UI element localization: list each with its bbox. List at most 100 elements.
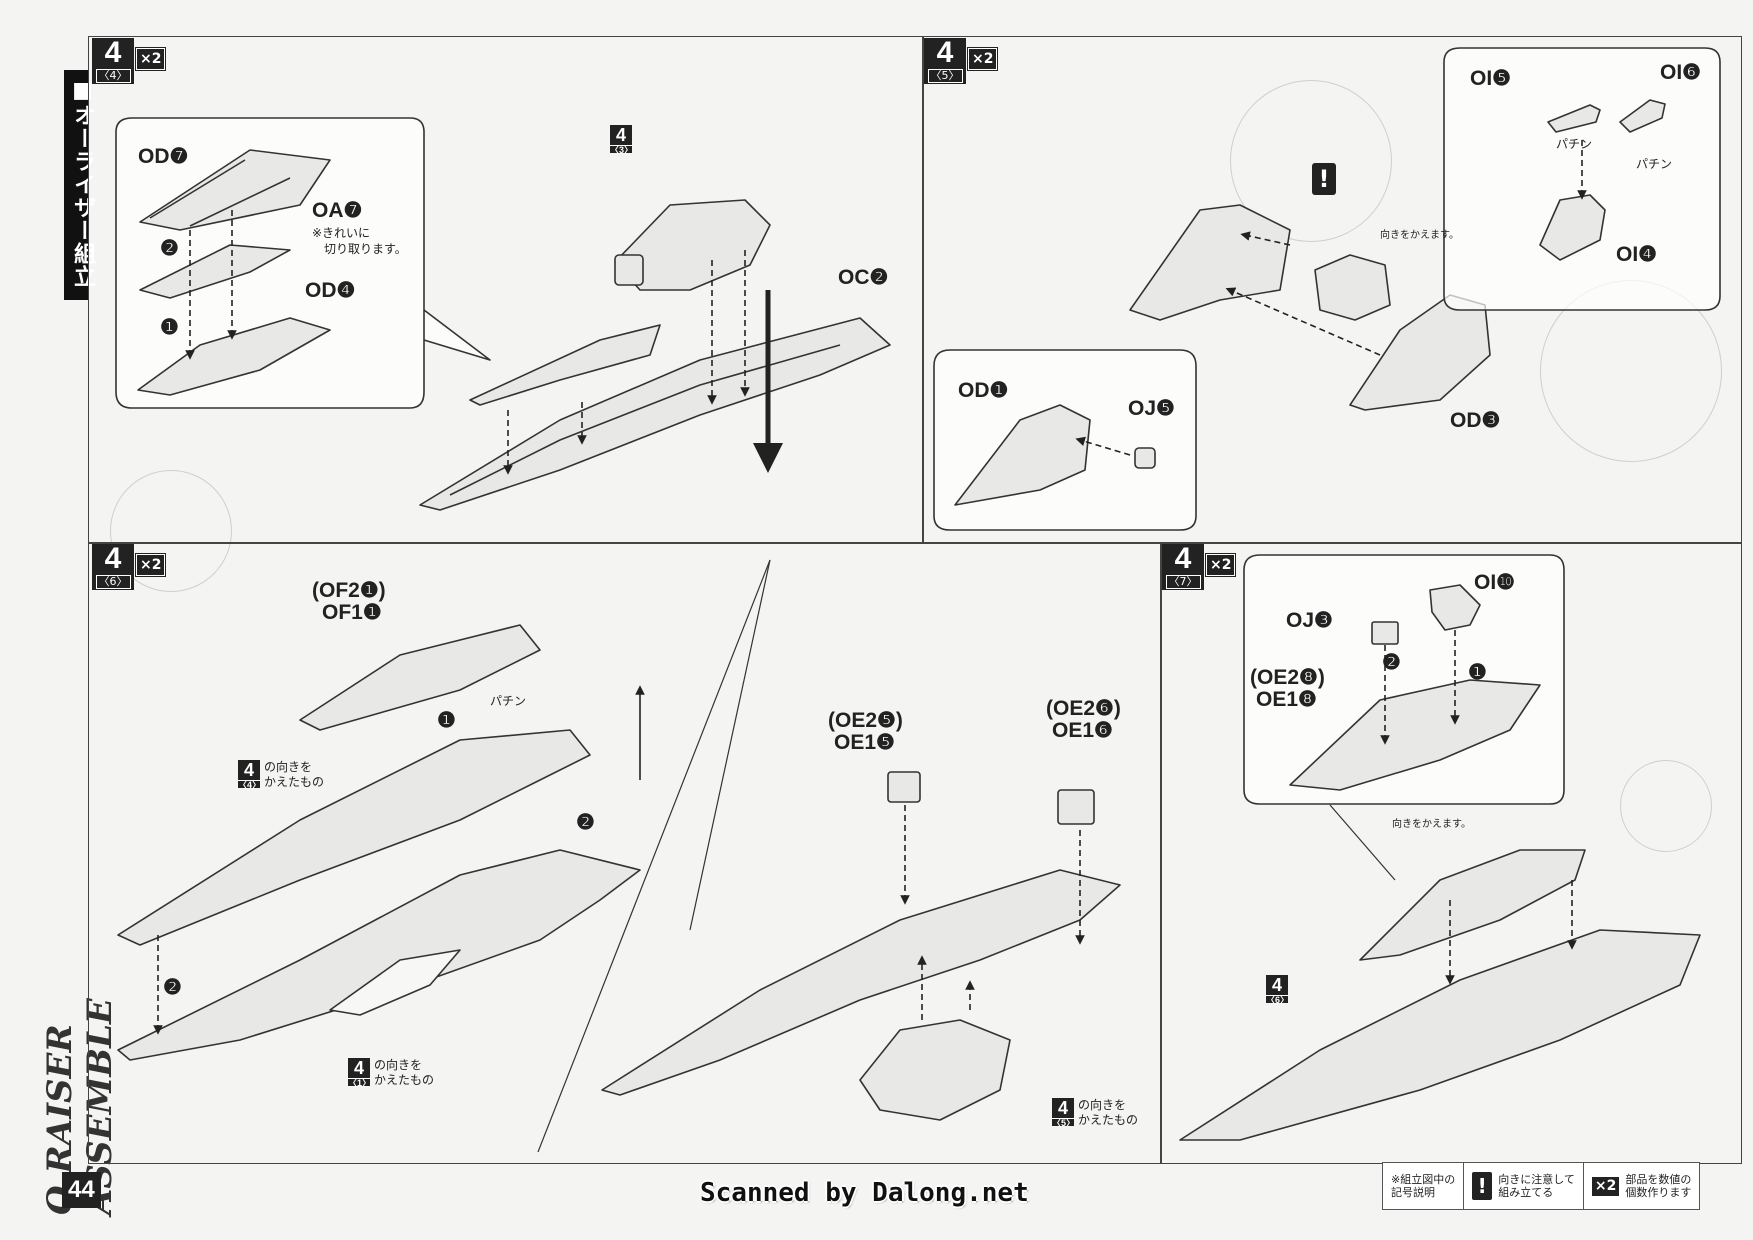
order-2: ❷ [160,237,179,260]
legend-title: ※組立図中の記号説明 [1383,1163,1465,1209]
step-substep: 〈6〉 [95,575,131,589]
part-keel-block [859,1019,1011,1121]
part-oi-block [1314,254,1391,321]
step-number: 4 [1174,542,1192,575]
note-oa7-line1: ※きれいに [312,226,371,240]
part-oe18 [1289,679,1541,791]
step-header-4-6: 4 〈6〉 ×2 [92,544,167,590]
label-oi4: OI❹ [1616,243,1657,266]
part-oc2 [419,317,891,511]
label-oe18: OE1❽ [1256,688,1317,711]
snap-label: パチン [1636,157,1673,171]
label-of1: OF1❶ [322,601,382,624]
ghost-wheel [1230,80,1392,242]
label-od7: OD❼ [138,145,189,168]
order-2: ❷ [576,811,595,834]
panel-step-4-4 [88,36,924,544]
step-header-4-4: 4 〈4〉 ×2 [92,38,167,84]
symbol-legend: ※組立図中の記号説明 ! 向きに注意して組み立てる ×2 部品を数値の個数作りま… [1382,1162,1701,1210]
multiplier-badge: ×2 [1204,553,1237,577]
step-number: 4 [936,36,954,69]
part-lower-hull [117,849,641,1061]
part-lower-hull-7 [1179,929,1701,1141]
ghost-wheel [1620,760,1712,852]
part-oj3 [1371,621,1399,645]
legend-caution: ! 向きに注意して組み立てる [1464,1163,1584,1209]
multiplier-badge: ×2 [134,553,167,577]
order-2: ❷ [163,976,182,999]
multiplier-badge: ×2 [134,47,167,71]
step-number: 4 [104,542,122,575]
order-2: ❷ [1382,651,1401,674]
part-od4 [137,317,331,396]
part-oa7 [139,244,291,299]
label-oe26: (OE2❻) [1046,697,1121,720]
step-substep: 〈5〉 [927,69,963,83]
part-oe16 [1057,789,1095,825]
ref-step-box: 4〈6〉 [1266,975,1290,1005]
part-main-hull [601,869,1121,1096]
label-oi5: OI❺ [1470,67,1511,90]
panel-step-4-5 [922,36,1742,544]
part-od1 [954,404,1091,506]
step-number-box: 4 〈6〉 [92,544,134,590]
label-oj5: OJ❺ [1128,397,1175,420]
order-1: ❶ [160,316,179,339]
sidebar-title-bar [64,70,88,300]
step-number: 4 [104,36,122,69]
part-upper-hull [117,729,591,946]
part-od3 [1349,294,1491,411]
label-oi10: OI❿ [1474,571,1515,594]
caution-icon: ! [1472,1172,1493,1200]
step-number-box: 4 〈4〉 [92,38,134,84]
part-upper-hull-7 [1359,849,1586,961]
multiplier-icon: ×2 [1591,1176,1620,1196]
label-oe15: OE1❺ [834,731,895,754]
ref-step-4-6: 4〈6〉 [1266,975,1290,1005]
caution-icon: ! [1312,163,1336,195]
ghost-wheel [110,470,232,592]
label-oa7: OA❼ [312,199,363,222]
step-number-box: 4 〈5〉 [924,38,966,84]
ref-step-4-4: 4〈4〉 の向きをかえたもの [238,760,325,790]
part-upper-shell [469,324,661,406]
label-of2: (OF2❶) [312,579,386,602]
part-nose-block [614,199,771,291]
step-number-box: 4 〈7〉 [1162,544,1204,590]
ref-step-box: 4〈1〉 [348,1058,372,1088]
scanner-watermark: Scanned by Dalong.net [700,1178,1029,1208]
note-oa7-line2: 切り取ります。 [324,242,407,256]
order-1: ❶ [1468,661,1487,684]
part-oi5 [1547,104,1601,133]
sidebar-title-jp: ■オーライザー組立 [70,78,95,288]
part-oe15 [887,771,921,803]
ref-step-box: 4〈5〉 [1052,1098,1076,1128]
label-od1: OD❶ [958,379,1009,402]
ref-step-4-1: 4〈1〉 の向きをかえたもの [348,1058,435,1088]
snap-label: パチン [1556,137,1593,151]
ref-step-4-3: 4〈3〉 [610,125,633,155]
part-oi4 [1539,194,1606,261]
ref-step-box: 4〈4〉 [238,760,262,790]
turn-note: 向きをかえます。 [1392,819,1471,830]
part-of1 [299,624,541,731]
legend-multiplier: ×2 部品を数値の個数作ります [1584,1163,1699,1209]
label-oe28: (OE2❽) [1250,666,1325,689]
label-oi6: OI❻ [1660,61,1701,84]
label-od4: OD❹ [305,279,356,302]
ref-step-4-5: 4〈5〉 の向きをかえたもの [1052,1098,1139,1128]
step-header-4-7: 4 〈7〉 ×2 [1162,544,1237,590]
step-substep: 〈4〉 [95,69,131,83]
turn-note: 向きをかえます。 [1380,230,1459,241]
part-oi10 [1429,584,1481,631]
order-1: ❶ [437,709,456,732]
sidebar: ■オーライザー組立 O RAISER ASSEMBLE [0,30,120,1215]
multiplier-badge: ×2 [966,47,999,71]
label-oc2: OC❷ [838,266,889,289]
label-od3: OD❸ [1450,409,1501,432]
part-nose-tip [614,254,644,286]
part-oi6 [1619,99,1666,133]
part-od-wing [1129,204,1291,321]
step-substep: 〈7〉 [1165,575,1201,589]
